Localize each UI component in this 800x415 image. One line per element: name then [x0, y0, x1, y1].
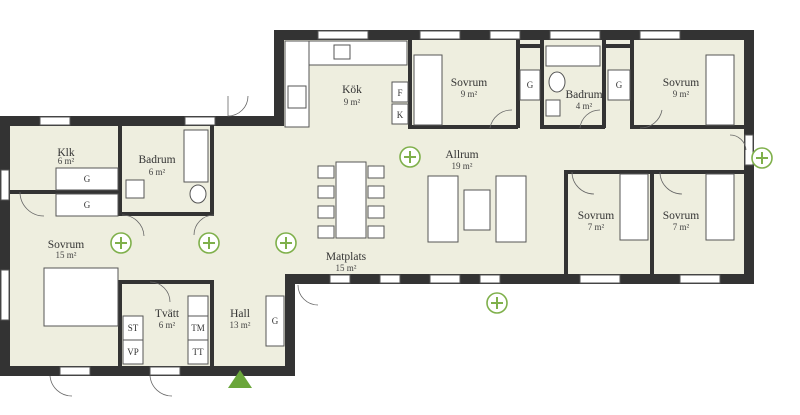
room-name-sovrum-left: Sovrum: [48, 239, 84, 251]
closet-label-tt: TT: [193, 347, 204, 357]
room-area-hall: 13 m²: [230, 320, 251, 330]
doors: [19, 95, 747, 397]
room-name-tvatt: Tvätt: [155, 308, 180, 320]
fixture-labels: F K G G G G G ST VP TM TT: [84, 80, 623, 357]
wardrobe-label-top1: G: [527, 80, 534, 90]
plus-markers: [110, 146, 773, 314]
room-area-sovrum-right1: 7 m²: [588, 222, 605, 232]
plus-circle-icon[interactable]: [110, 232, 132, 254]
windows: [0, 30, 754, 376]
wardrobe-label-hall: G: [272, 316, 279, 326]
interior-walls: [10, 40, 744, 370]
room-area-badrum-left: 6 m²: [149, 167, 166, 177]
room-name-sovrum-right2: Sovrum: [663, 210, 699, 222]
room-name-klk: Klk: [57, 147, 75, 159]
room-area-klk: 6 m²: [58, 156, 75, 166]
room-area-tvatt: 6 m²: [159, 320, 176, 330]
wardrobe-label-top2: G: [616, 80, 623, 90]
room-area-sovrum-top2: 9 m²: [673, 89, 690, 99]
fridge-label: F: [397, 88, 402, 98]
room-name-sovrum-top2: Sovrum: [663, 77, 699, 89]
room-area-sovrum-left: 15 m²: [56, 250, 77, 260]
wardrobe-label-klk2: G: [84, 200, 91, 210]
room-name-sovrum-right1: Sovrum: [578, 210, 614, 222]
plus-circle-icon[interactable]: [275, 232, 297, 254]
room-name-badrum-left: Badrum: [138, 154, 175, 166]
closet-label-vp: VP: [127, 347, 139, 357]
room-name-sovrum-top1: Sovrum: [451, 77, 487, 89]
room-area-sovrum-top1: 9 m²: [461, 89, 478, 99]
room-labels: Kök 9 m² Sovrum 9 m² Badrum 4 m² Sovrum …: [48, 77, 699, 330]
room-name-hall: Hall: [230, 308, 250, 320]
room-name-kok: Kök: [342, 84, 362, 96]
room-area-matplats: 15 m²: [336, 263, 357, 273]
room-area-kok: 9 m²: [344, 97, 361, 107]
closet-label-tm: TM: [191, 323, 205, 333]
closet-label-st: ST: [128, 323, 139, 333]
plus-circle-icon[interactable]: [486, 292, 508, 314]
plus-circle-icon[interactable]: [751, 147, 773, 169]
freezer-label: K: [397, 110, 404, 120]
furniture: [43, 40, 735, 365]
room-area-allrum: 19 m²: [452, 161, 473, 171]
plus-circle-icon[interactable]: [399, 146, 421, 168]
wardrobe-label-klk1: G: [84, 174, 91, 184]
room-name-badrum-top: Badrum: [565, 89, 602, 101]
room-name-allrum: Allrum: [445, 149, 478, 161]
room-area-badrum-top: 4 m²: [576, 101, 593, 111]
triangle-entrance-icon[interactable]: [228, 370, 252, 388]
room-area-sovrum-right2: 7 m²: [673, 222, 690, 232]
room-name-matplats: Matplats: [326, 251, 367, 263]
plus-circle-icon[interactable]: [198, 232, 220, 254]
